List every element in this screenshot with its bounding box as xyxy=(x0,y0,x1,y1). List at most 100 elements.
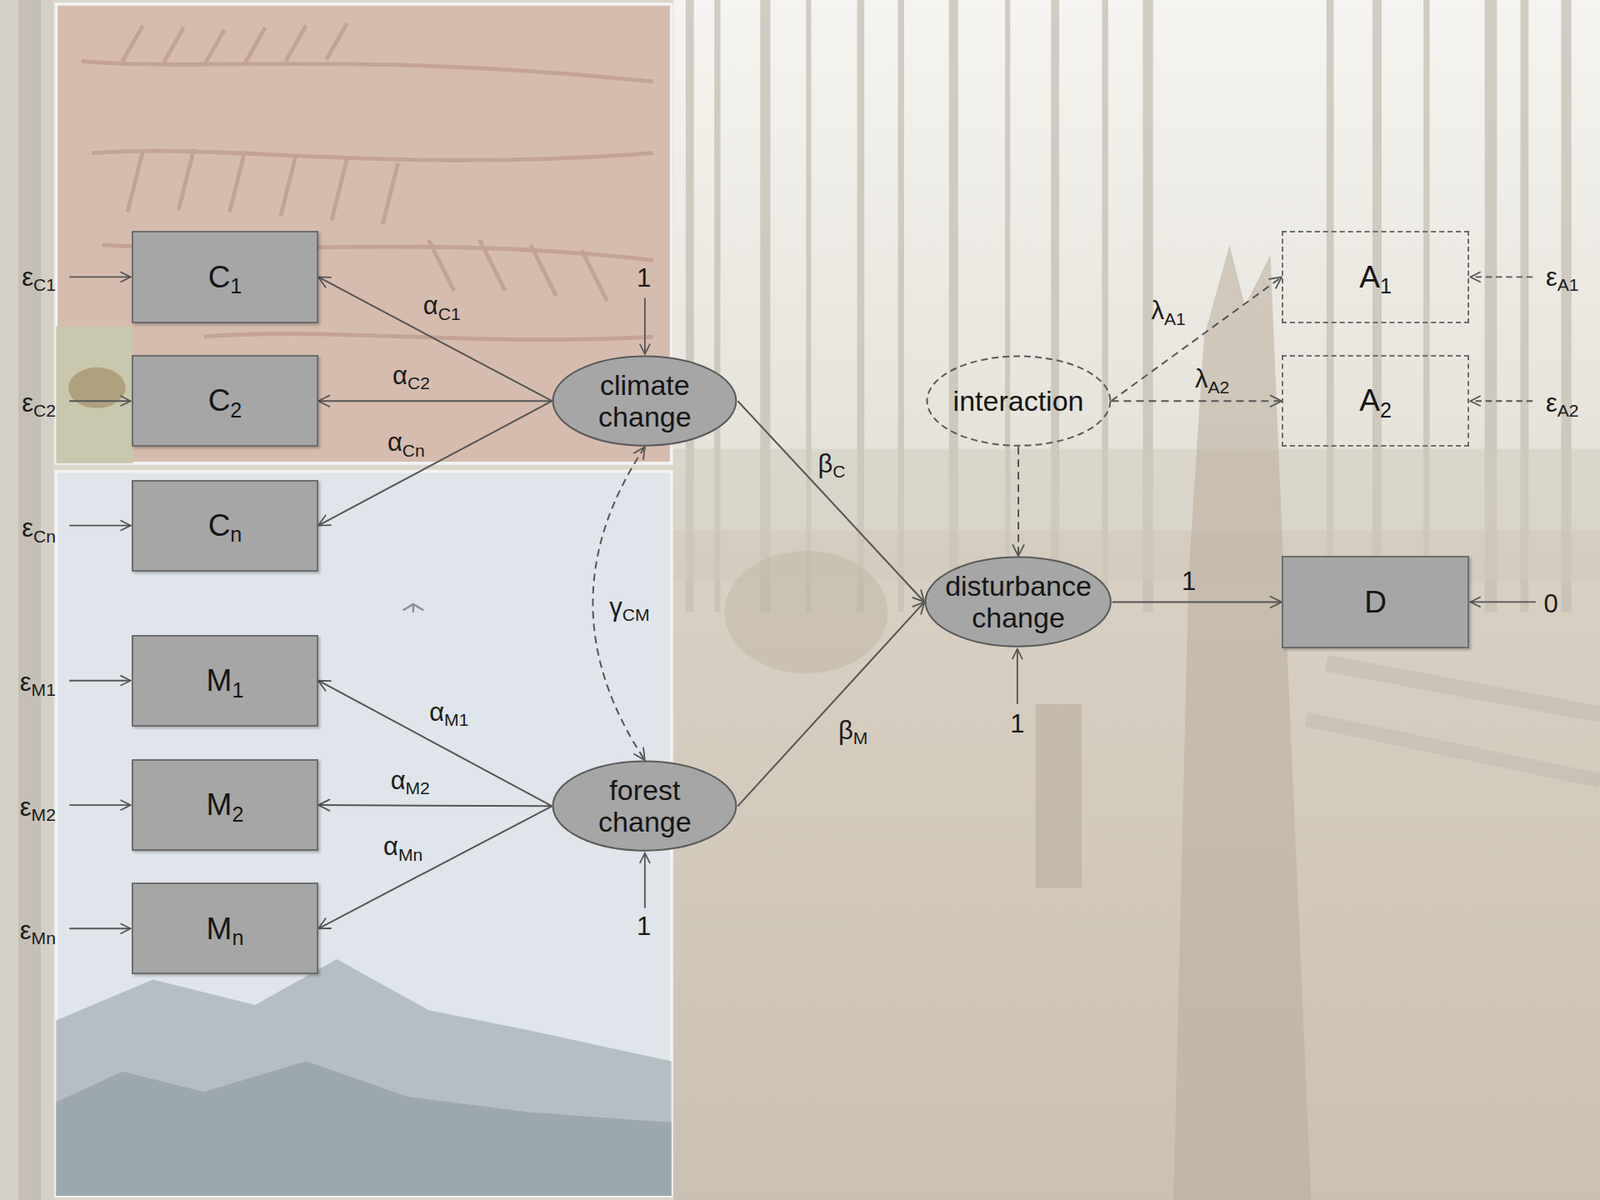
path-coefficient: αCn xyxy=(387,428,425,457)
subscript: 2 xyxy=(231,802,244,826)
path-coefficient: αC1 xyxy=(423,291,461,320)
node-text: interaction xyxy=(953,385,1085,417)
node-text: disturbance change xyxy=(941,570,1096,634)
path-coefficient: αM2 xyxy=(390,766,430,795)
beetle-galleries xyxy=(81,23,654,340)
latent-ellipse: forest change xyxy=(551,760,738,852)
forest-ridge xyxy=(55,1060,671,1196)
error-term: εCn xyxy=(21,514,56,543)
beetle xyxy=(68,367,126,409)
subscript: n xyxy=(231,925,244,950)
dashed-path xyxy=(1110,400,1282,402)
constraint-number: 0 xyxy=(1544,590,1559,619)
subscript: 2 xyxy=(230,398,242,422)
ellipse-shape xyxy=(926,356,1110,446)
subscript: C2 xyxy=(407,373,430,393)
subscript: C2 xyxy=(33,400,56,420)
subscript: n xyxy=(230,522,242,546)
path-coefficient: γCM xyxy=(609,593,650,622)
path-coefficient: λA1 xyxy=(1150,296,1185,325)
constraint-number: 1 xyxy=(636,264,651,293)
node-text: D xyxy=(1364,585,1387,620)
fallen-log xyxy=(1326,663,1600,715)
indicator-box: M1 xyxy=(131,635,319,727)
node-text: forest change xyxy=(567,774,722,838)
path-arrow xyxy=(737,400,925,602)
indicator-box: Mn xyxy=(131,882,319,975)
fallen-log xyxy=(1305,719,1600,780)
path-coefficient: βM xyxy=(838,716,868,745)
bird xyxy=(403,604,424,613)
node-text: M2 xyxy=(206,787,245,822)
subscript: Mn xyxy=(31,928,56,948)
path-arrow xyxy=(737,601,925,806)
hills xyxy=(55,959,671,1196)
indicator-box: M2 xyxy=(131,759,319,851)
path-coefficient: λA2 xyxy=(1195,365,1230,394)
subscript: M2 xyxy=(31,805,56,825)
indicator-box: C2 xyxy=(131,355,319,447)
subscript: 1 xyxy=(231,678,244,702)
indicator-box: A2 xyxy=(1281,355,1470,447)
beetle-photo xyxy=(55,326,133,464)
subscript: A1 xyxy=(1557,275,1580,295)
path-coefficient: αMn xyxy=(383,832,423,861)
node-text: A1 xyxy=(1359,260,1392,295)
error-arrows xyxy=(69,276,1536,929)
error-term: εA1 xyxy=(1545,263,1580,292)
subscript: C1 xyxy=(438,304,461,324)
subscript: M1 xyxy=(31,680,56,700)
ellipse-shape xyxy=(553,761,737,851)
constraint-number: 1 xyxy=(636,912,651,941)
interaction-ellipse: interaction xyxy=(925,355,1112,447)
error-term: εC2 xyxy=(21,389,56,418)
subscript: 1 xyxy=(230,274,242,298)
node-text: Mn xyxy=(206,911,245,946)
node-text: A2 xyxy=(1359,383,1392,418)
forest-floor xyxy=(673,530,1600,1200)
path-coefficient: αM1 xyxy=(429,698,469,727)
dashed-path xyxy=(1110,276,1282,401)
error-term: εM2 xyxy=(20,793,56,822)
path-arrow xyxy=(318,805,552,806)
broken-trunk xyxy=(1173,245,1311,1200)
latent-ellipse: climate change xyxy=(551,355,738,447)
path-coefficient: αC2 xyxy=(392,361,430,390)
observed-box: D xyxy=(1281,555,1470,648)
node-text: climate change xyxy=(567,369,722,433)
subscript: 2 xyxy=(1380,398,1392,422)
path-arrow xyxy=(318,805,552,929)
node-text: C1 xyxy=(208,260,243,295)
error-term: εA2 xyxy=(1545,389,1580,418)
ellipse-shape xyxy=(553,356,737,446)
subscript: Cn xyxy=(33,526,56,546)
error-term: εMn xyxy=(20,916,56,945)
path-arrow xyxy=(1112,600,1282,603)
subscript: 1 xyxy=(1380,274,1392,298)
error-term: εM1 xyxy=(20,668,56,697)
indicator-box: Cn xyxy=(131,480,319,572)
subscript: M1 xyxy=(444,710,469,730)
subscript: Mn xyxy=(398,845,423,865)
dashed-path xyxy=(1017,446,1020,556)
subscript: M xyxy=(853,728,869,748)
latent-ellipse: disturbance change xyxy=(924,555,1112,648)
path-arrow xyxy=(318,400,552,525)
ellipse-shape xyxy=(925,557,1111,647)
left-trunk xyxy=(18,0,41,1200)
left-strip xyxy=(0,0,54,1200)
node-text: C2 xyxy=(208,383,243,418)
path-arrow xyxy=(318,276,552,401)
node-text: Cn xyxy=(208,508,243,543)
subscript: C xyxy=(832,461,845,481)
subscript: A1 xyxy=(1164,309,1186,329)
indicator-box: C1 xyxy=(131,230,319,324)
subscript: CM xyxy=(622,605,650,625)
indicator-box: A1 xyxy=(1281,230,1470,324)
constraint-number: 1 xyxy=(1010,710,1025,739)
path-arrow xyxy=(318,680,552,807)
subscript: C1 xyxy=(33,275,56,295)
error-term: εC1 xyxy=(21,263,56,292)
